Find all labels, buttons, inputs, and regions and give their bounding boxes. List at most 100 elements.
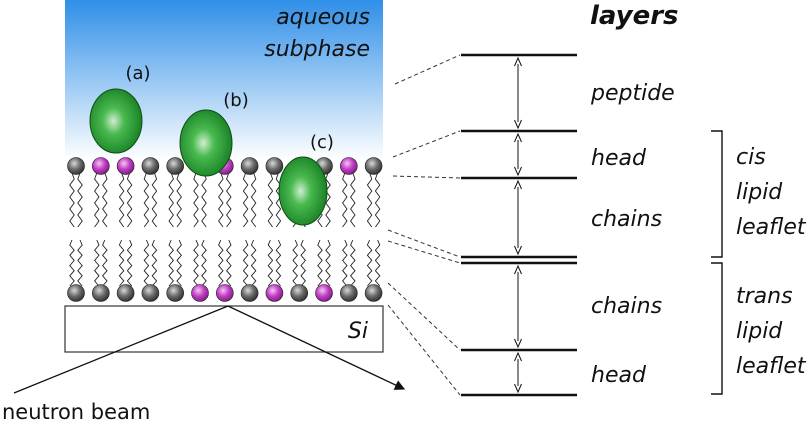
cis-leaflet-line3: leaflet [736, 215, 807, 240]
trans-grey-head [67, 284, 85, 302]
trans-lipid-chain [250, 239, 257, 287]
trans-lipid-chain [267, 239, 274, 287]
cis-leaflet-line2: lipid [736, 180, 783, 205]
cis-lipid-chain [342, 172, 348, 228]
trans-lipid-chain [69, 239, 75, 287]
trans-lipid-chain [218, 239, 224, 287]
trans-magenta-head [216, 284, 234, 302]
cis-grey-head [141, 157, 160, 175]
trans-leaflet-line2: lipid [736, 319, 783, 344]
trans-lipid-chain [342, 239, 348, 287]
layer-label-cis-chains: chains [591, 207, 662, 232]
trans-lipid-chain [118, 239, 125, 287]
peptide-c [278, 156, 328, 226]
cis-chains-thickness-arrow [514, 179, 522, 256]
trans-lipid-chain [193, 239, 199, 287]
trans-lipid-chain [226, 239, 232, 287]
trans-lipid-chain [292, 239, 298, 287]
cis-lipid-chain [374, 172, 381, 228]
cis-grey-head [240, 157, 259, 175]
trans-lipid-chain [366, 239, 373, 287]
trans-lipid-chain [242, 239, 249, 287]
cis-lipid-chain [102, 172, 108, 228]
neutron-beam-reflected [227, 305, 406, 390]
cis-grey-head [265, 157, 284, 175]
subphase-label-line1: aqueous [276, 5, 370, 30]
trans-lipid-chain [168, 239, 174, 287]
peptide-a-label: (a) [125, 63, 150, 84]
trans-magenta-head [265, 284, 284, 302]
trans-grey-head [364, 284, 383, 302]
subphase-label-line2: subphase [264, 37, 370, 62]
trans-leaflet-line1: trans [736, 284, 793, 309]
trans-grey-head [92, 284, 110, 302]
cis-lipid-chain [168, 172, 174, 228]
trans-head-thickness-arrow [514, 351, 522, 394]
cis-magenta-head [92, 157, 110, 175]
cis-lipid-chain [218, 172, 224, 228]
layer-label-peptide: peptide [590, 81, 675, 106]
lipid-chains [69, 172, 381, 287]
trans-lipid-chain [317, 239, 323, 287]
cis-magenta-head [339, 157, 358, 175]
layer-label-trans-head: head [591, 363, 647, 388]
trans-chains-thickness-arrow [514, 264, 522, 349]
trans-grey-head [339, 284, 358, 302]
cis-grey-head [67, 157, 85, 175]
cis-grey-head [166, 157, 184, 175]
cis-magenta-head [116, 157, 135, 175]
cis-lipid-chain [366, 172, 373, 228]
layer-label-cis-head: head [591, 146, 647, 171]
trans-lipid-chain [126, 239, 133, 287]
layers-title: layers [590, 1, 679, 31]
layer-thickness-arrows [514, 56, 522, 394]
cis-lipid-chain [267, 172, 274, 228]
beam-label: neutron beam [2, 400, 150, 422]
trans-leaflet-line3: leaflet [736, 354, 807, 379]
cis-lipid-chain [242, 172, 249, 228]
trans-lipid-chain [201, 239, 207, 287]
trans-lipid-chain [151, 239, 158, 287]
cis-lipid-chain [325, 172, 331, 228]
cis-leaflet-line1: cis [736, 145, 766, 170]
cis-lipid-chain [143, 172, 150, 228]
peptide-a [89, 88, 143, 154]
layer-label-trans-chains: chains [591, 294, 662, 319]
trans-grey-head [141, 284, 160, 302]
cis-lipid-chain [226, 172, 232, 228]
cis-grey-head [364, 157, 383, 175]
trans-head-groups [67, 284, 383, 302]
trans-lipid-chain [94, 239, 100, 287]
peptide-b-label: (b) [223, 90, 248, 111]
trans-leaflet-bracket [711, 262, 723, 395]
cis-lipid-chain [193, 172, 199, 228]
trans-lipid-chain [275, 239, 282, 287]
cis-lipid-chain [250, 172, 257, 228]
layer-boundaries [461, 53, 577, 397]
cis-lipid-chain [77, 172, 83, 228]
cis-leaflet-bracket [711, 130, 723, 258]
trans-grey-head [166, 284, 184, 302]
trans-lipid-chain [374, 239, 381, 287]
peptide-thickness-arrow [514, 56, 522, 130]
cis-lipid-chain [275, 172, 282, 228]
peptide-c-label: (c) [310, 132, 334, 153]
cis-lipid-chain [151, 172, 158, 228]
trans-grey-head [240, 284, 259, 302]
cis-lipid-chain [94, 172, 100, 228]
substrate-label: Si [348, 319, 368, 344]
cis-lipid-chain [118, 172, 125, 228]
trans-grey-head [290, 284, 309, 302]
trans-lipid-chain [300, 239, 306, 287]
silicon-substrate [64, 305, 384, 353]
trans-lipid-chain [176, 239, 182, 287]
trans-lipid-chain [102, 239, 108, 287]
trans-magenta-head [315, 284, 333, 302]
cis-lipid-chain [126, 172, 133, 228]
trans-lipid-chain [143, 239, 150, 287]
trans-lipid-chain [77, 239, 83, 287]
cis-head-thickness-arrow [514, 132, 522, 177]
dashed-leader-lines [387, 54, 461, 396]
cis-lipid-chain [350, 172, 356, 228]
